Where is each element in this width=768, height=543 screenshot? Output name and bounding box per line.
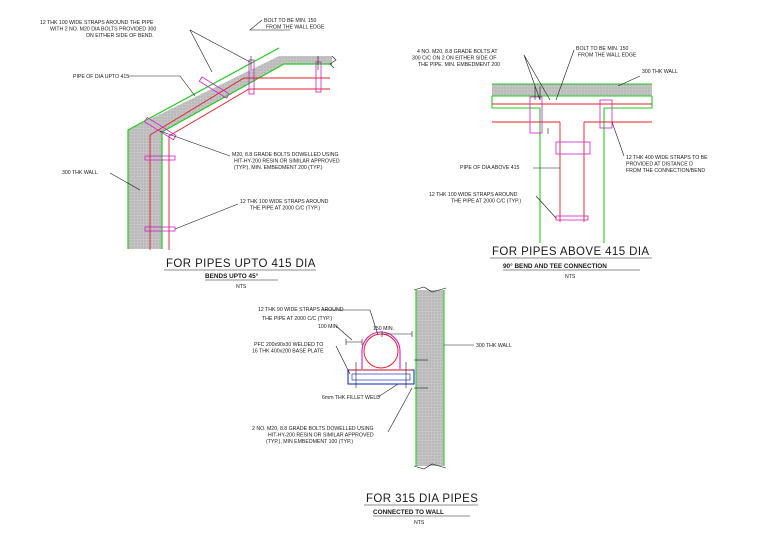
note-weld: 6mm THK FILLET WELD — [322, 395, 380, 401]
strap — [198, 76, 230, 99]
leader — [159, 130, 231, 157]
note-straps-wall-2: THE PIPE AT 2000 C/C (TYP.) — [262, 316, 332, 322]
strap — [315, 61, 322, 93]
detail-title: FOR PIPES UPTO 415 DIA — [166, 258, 316, 270]
detail-subtitle: 90° BEND AND TEE CONNECTION — [503, 262, 607, 270]
dimension-150-label: 150 MIN. — [373, 326, 394, 332]
break-line — [329, 55, 337, 69]
note-pfc: PFC 200x90x30 WELDED TO 16 THK 400x200 B… — [252, 342, 325, 355]
leader — [535, 195, 557, 219]
strap-around-pipe — [361, 331, 401, 369]
note-bolts-wall: 2 NO. M20, 8.8 GRADE BOLTS DOWELLED USIN… — [252, 426, 375, 445]
wall-edge-left — [491, 96, 541, 243]
note-bolt-edge-bend: BOLT TO BE MIN. 150 FROM THE WALL EDGE — [264, 18, 325, 31]
detail-subtitle: CONNECTED TO WALL — [373, 509, 444, 516]
leader — [249, 19, 290, 31]
detail-bends: 12 THK 100 WIDE STRAPS AROUND THE PIPE W… — [40, 18, 341, 290]
note-straps-bend: 12 THK 100 WIDE STRAPS AROUND THE PIPE W… — [40, 20, 158, 39]
note-wall-bend: 300 THK WALL — [62, 170, 98, 176]
strap — [599, 99, 613, 129]
wall-section-bend — [128, 56, 332, 249]
leader — [611, 121, 625, 157]
note-straps-typ-bend: 12 THK 100 WIDE STRAPS AROUND THE PIPE A… — [240, 199, 330, 212]
leader — [109, 172, 141, 191]
strap — [529, 96, 543, 134]
leader — [174, 203, 239, 230]
detail-subtitle: BENDS UPTO 45° — [205, 272, 259, 280]
pipe-section — [363, 333, 399, 369]
pipe-line-2 — [168, 88, 330, 250]
note-straps-typ-tee: 12 THK 100 WIDE STRAPS AROUND THE PIPE A… — [429, 192, 521, 205]
leader — [523, 54, 551, 101]
wall-edge-outer — [127, 47, 280, 249]
wall-edge-right — [603, 96, 653, 243]
note-wall-tee: 300 THK WALL — [642, 69, 678, 75]
base-plate — [347, 369, 415, 385]
detail-wall: THE PIPE AT 2000 C/C (TYP.) 12 THK 90 WI… — [252, 286, 512, 526]
note-pipe-dia-tee: PIPE OF DIA ABOVE 415 — [460, 165, 520, 171]
leader — [617, 75, 641, 87]
detail-title: FOR PIPES ABOVE 415 DIA — [492, 246, 649, 258]
dimension-150 — [381, 331, 413, 337]
strap — [555, 215, 589, 221]
wall-section-top — [492, 84, 652, 96]
note-straps-wall-1: 12 THK 90 WIDE STRAPS AROUND — [258, 307, 344, 313]
base-plate-web — [351, 373, 411, 381]
dimension-100 — [345, 339, 363, 345]
note-pipe-dia-bend: PIPE OF DIA UPTO 415 — [73, 74, 129, 80]
strap — [144, 155, 176, 161]
strap — [248, 59, 255, 95]
leader — [377, 383, 399, 398]
leader — [387, 387, 413, 433]
leader — [555, 49, 575, 101]
detail-tee: 4 NO. M20, 8.8 GRADE BOLTS AT 300 C/C ON… — [412, 46, 709, 280]
dimension-100-label: 100 MIN. — [318, 324, 339, 330]
note-bolts-bend: M20, 8.8 GRADE BOLTS DOWELLED USING HIT-… — [232, 152, 341, 171]
note-bolt-edge-tee: BOLT TO BE MIN. 150 FROM THE WALL EDGE — [576, 46, 637, 59]
leader — [335, 325, 353, 341]
break-line — [413, 463, 447, 470]
leader — [335, 345, 351, 375]
detail-title: FOR 315 DIA PIPES — [366, 493, 478, 505]
leader — [128, 75, 196, 97]
note-straps-400: 12 THK 400 WIDE STRAPS TO BE PROVIDED AT… — [626, 155, 709, 174]
note-wall-3: 300 THK WALL — [476, 343, 512, 349]
break-line — [413, 286, 447, 293]
leader — [322, 309, 379, 336]
scale-label: NTS — [236, 284, 247, 290]
scale-label: NTS — [414, 520, 425, 526]
wall-edge-inner — [161, 63, 332, 249]
note-bolts-tee: 4 NO. M20, 8.8 GRADE BOLTS AT 300 C/C ON… — [412, 49, 500, 68]
strap — [143, 116, 177, 141]
scale-label: NTS — [565, 274, 576, 280]
leader — [189, 29, 251, 73]
pipe-line-1 — [149, 77, 330, 250]
strap — [555, 141, 591, 155]
wall-section-vertical — [416, 290, 444, 466]
